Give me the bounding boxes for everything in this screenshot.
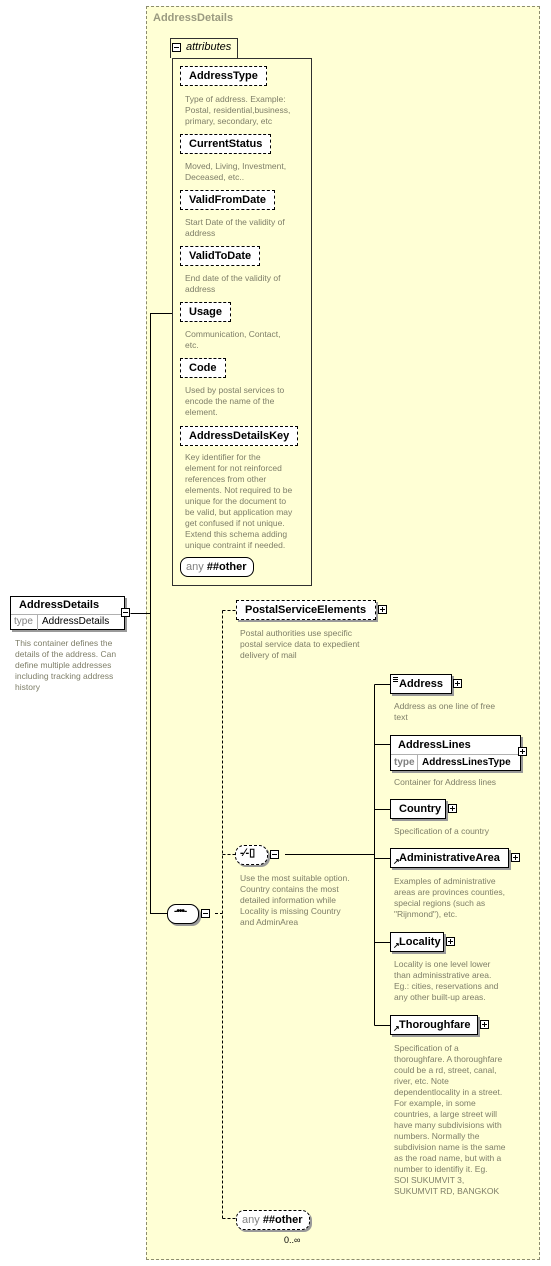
element-country[interactable]: Country <box>390 799 446 819</box>
attribute-current-status[interactable]: CurrentStatus <box>180 134 272 154</box>
root-element-name: AddressDetails <box>19 599 100 611</box>
element-address-lines[interactable]: AddressLines type AddressLinesType <box>390 735 521 771</box>
expand-locality-icon[interactable] <box>446 937 455 946</box>
attributes-group-tab <box>170 38 238 58</box>
collapse-root-icon[interactable] <box>121 608 130 617</box>
postal-description: Postal authorities use specific postal s… <box>240 628 360 660</box>
choice-compositor[interactable] <box>235 845 268 865</box>
root-type-row <box>11 614 124 630</box>
sequence-icon: -•••- <box>174 906 187 917</box>
choice-description: Use the most suitable option. Country co… <box>240 873 350 927</box>
attribute-usage[interactable]: Usage <box>180 302 232 322</box>
element-thoroughfare[interactable]: ↗ Thoroughfare <box>390 1015 478 1035</box>
any-attribute-wildcard[interactable]: any ##other <box>180 557 254 577</box>
root-type-value: AddressDetails <box>42 616 110 627</box>
element-address[interactable]: Address <box>390 674 452 694</box>
attribute-valid-to-date[interactable]: ValidToDate <box>180 246 261 266</box>
attribute-address-type[interactable]: AddressType <box>180 66 267 86</box>
address-details-type-frame <box>146 6 540 1260</box>
collapse-choice-icon[interactable] <box>270 850 279 859</box>
expand-address-icon[interactable] <box>453 679 462 688</box>
type-column-divider <box>417 754 418 770</box>
sequence-compositor[interactable] <box>167 904 199 924</box>
cardinality-label: 0..∞ <box>284 1235 301 1245</box>
choice-icon: -⁄-▯ <box>240 847 256 859</box>
country-description: Specification of a country <box>394 826 489 836</box>
root-type-label: type <box>14 616 33 627</box>
expand-postal-service-elements-icon[interactable] <box>378 605 387 614</box>
attribute-description: Communication, Contact, etc. <box>185 329 281 350</box>
type-row-divider <box>391 754 520 755</box>
expand-address-lines-icon[interactable] <box>518 747 527 756</box>
element-postal-service-elements[interactable]: PostalServiceElements <box>236 600 376 620</box>
expand-administrative-area-icon[interactable] <box>511 853 520 862</box>
attribute-address-details-key[interactable]: AddressDetailsKey <box>180 426 299 446</box>
reference-arrow-icon: ↗ <box>393 941 400 950</box>
attribute-description: Start Date of the validity of address <box>185 217 285 238</box>
collapse-attributes-icon[interactable] <box>172 43 181 52</box>
any-element-wildcard[interactable]: any ##other <box>236 1210 310 1230</box>
attribute-description: Used by postal services to encode the na… <box>185 385 285 417</box>
root-type-divider <box>37 614 38 630</box>
address-lines-description: Container for Address lines <box>394 777 497 787</box>
element-locality[interactable]: ↗ Locality <box>390 932 444 952</box>
address-description: Address as one line of free text <box>394 701 496 722</box>
attribute-description: Moved, Living, Investment, Deceased, etc… <box>185 161 287 182</box>
attributes-label: attributes <box>186 41 232 53</box>
documentation-icon <box>393 677 398 682</box>
administrative-area-description: Examples of administrative areas are pro… <box>394 876 506 919</box>
attribute-valid-from-date[interactable]: ValidFromDate <box>180 190 276 210</box>
reference-arrow-icon: ↗ <box>393 1024 400 1033</box>
collapse-sequence-icon[interactable] <box>201 909 210 918</box>
locality-description: Locality is one level lower than adminis… <box>394 959 499 1002</box>
attribute-description: Type of address. Example: Postal, reside… <box>185 94 291 126</box>
root-element-box[interactable] <box>10 596 125 630</box>
type-title: AddressDetails <box>153 12 234 24</box>
expand-thoroughfare-icon[interactable] <box>480 1020 489 1029</box>
attribute-code[interactable]: Code <box>180 358 226 378</box>
attribute-description: End date of the validity of address <box>185 273 281 294</box>
attribute-description: Key identifier for the element for not r… <box>185 452 293 550</box>
attributes-group-frame <box>172 58 312 586</box>
thoroughfare-description: Specification of a thoroughfare. A thoro… <box>394 1043 506 1196</box>
expand-country-icon[interactable] <box>448 804 457 813</box>
element-administrative-area[interactable]: ↗ AdministrativeArea <box>390 848 509 868</box>
reference-arrow-icon: ↗ <box>393 857 400 866</box>
root-description: This container defines the details of th… <box>15 638 117 692</box>
